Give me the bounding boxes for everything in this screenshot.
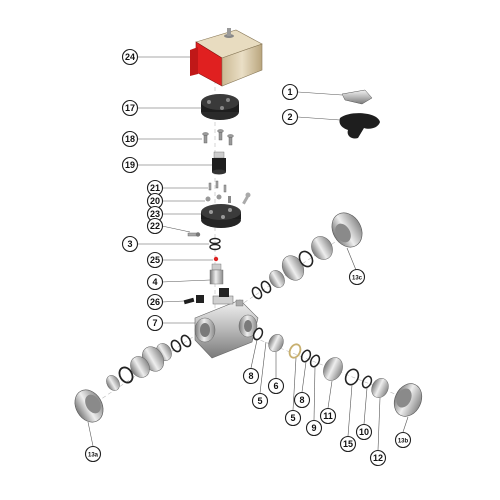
- callout-15-label: 15: [343, 439, 353, 449]
- callout-4-label: 4: [152, 277, 157, 287]
- callout-13b: 13b: [394, 431, 412, 449]
- upper-right-branch-parts: [251, 212, 363, 300]
- callout-12: 12: [369, 449, 387, 467]
- callout-19-label: 19: [125, 160, 135, 170]
- callout-21-label: 21: [150, 183, 160, 193]
- callout-5-left: 5: [251, 392, 269, 410]
- actuator-part-24: [190, 28, 263, 87]
- part-1: [341, 89, 373, 105]
- callout-17: 17: [121, 99, 139, 117]
- callout-8-left-label: 8: [248, 371, 253, 381]
- callout-12-label: 12: [373, 453, 383, 463]
- callout-10-label: 10: [359, 427, 369, 437]
- callout-6: 6: [267, 377, 285, 395]
- callout-23: 23: [146, 205, 164, 223]
- callout-7: 7: [146, 314, 164, 332]
- stop-part-26: [183, 295, 204, 305]
- callout-25: 25: [146, 251, 164, 269]
- valve-body-part-7: [194, 288, 259, 359]
- leader-lines: [87, 56, 409, 451]
- callout-24-label: 24: [125, 52, 135, 62]
- callout-1-label: 1: [287, 87, 292, 97]
- lower-right-branch-parts: [252, 327, 423, 417]
- callout-5-right-label: 5: [290, 413, 295, 423]
- callout-25-label: 25: [150, 255, 160, 265]
- callout-18-label: 18: [125, 134, 135, 144]
- callouts: 24 17 18 19 21 20 23 22 3 25 4 26 7 1 2 …: [84, 48, 412, 467]
- screw-part-22: [187, 232, 201, 237]
- callout-18: 18: [121, 130, 139, 148]
- callout-20-label: 20: [150, 196, 160, 206]
- callout-26-label: 26: [150, 297, 160, 307]
- screws-part-21: [208, 180, 227, 193]
- callout-10: 10: [355, 423, 373, 441]
- part-25: [213, 256, 219, 262]
- plate-part-23: [201, 204, 241, 228]
- bracket-part-17: [201, 94, 239, 120]
- callout-19: 19: [121, 156, 139, 174]
- left-branch-parts: [74, 334, 192, 423]
- callout-8-right: 8: [293, 391, 311, 409]
- callout-3-label: 3: [127, 239, 132, 249]
- callout-6-label: 6: [273, 381, 278, 391]
- callout-13b-label: 13b: [398, 438, 409, 444]
- callout-1: 1: [281, 83, 299, 101]
- callout-9: 9: [305, 419, 323, 437]
- callout-15: 15: [339, 435, 357, 453]
- callout-24: 24: [121, 48, 139, 66]
- callout-8-right-label: 8: [299, 395, 304, 405]
- callout-23-label: 23: [150, 209, 160, 219]
- callout-17-label: 17: [125, 103, 135, 113]
- callout-5-right: 5: [284, 409, 302, 427]
- coupling-part-19: [212, 151, 226, 175]
- callout-9-label: 9: [311, 423, 316, 433]
- callout-4: 4: [146, 273, 164, 291]
- part-2: [339, 113, 380, 139]
- callout-22: 22: [146, 217, 164, 235]
- bolts-part-18: [202, 129, 234, 146]
- callout-3: 3: [121, 235, 139, 253]
- stem-part-4: [209, 263, 224, 285]
- callout-11-label: 11: [323, 411, 333, 421]
- callout-13a-label: 13a: [88, 452, 99, 458]
- callout-7-label: 7: [152, 318, 157, 328]
- callout-13a: 13a: [84, 445, 102, 463]
- callout-2: 2: [281, 108, 299, 126]
- callout-5-left-label: 5: [257, 396, 262, 406]
- parts-part-20: [205, 192, 251, 205]
- callout-22-label: 22: [150, 221, 160, 231]
- callout-21: 21: [146, 179, 164, 197]
- callout-13c-label: 13c: [352, 275, 363, 281]
- callout-13c: 13c: [348, 268, 366, 286]
- callout-8-left: 8: [242, 367, 260, 385]
- orings-part-3: [209, 237, 221, 251]
- callout-2-label: 2: [287, 112, 292, 122]
- callout-26: 26: [146, 293, 164, 311]
- callout-11: 11: [319, 407, 337, 425]
